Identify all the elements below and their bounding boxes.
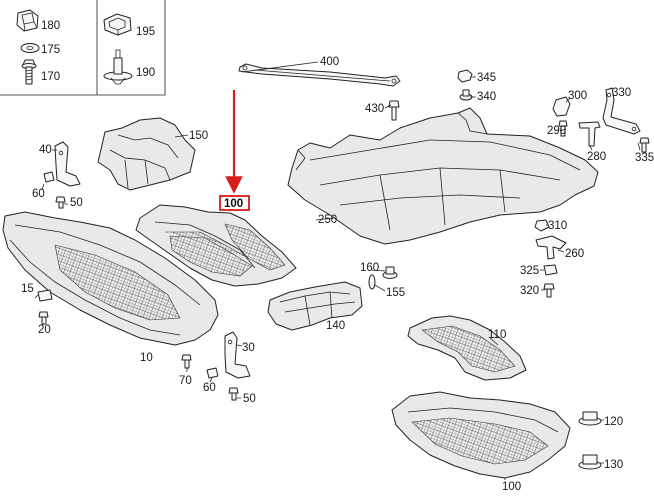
bracket-40-icon [54,141,81,187]
clip-60b-icon [206,367,219,379]
nut-340-icon [459,89,473,101]
shield-110-icon [407,315,527,381]
label-280: 280 [587,151,606,163]
label-10: 10 [140,352,153,364]
clip-120-icon [578,411,602,426]
clip-15-icon [37,289,53,302]
label-195: 195 [136,26,155,38]
label-340: 340 [477,91,496,103]
bolt-170-icon [21,59,37,85]
clip-195-icon [103,13,132,36]
clip-nut-180-icon [16,9,39,32]
clip-310-icon [534,219,550,232]
label-160: 160 [360,262,379,274]
front-shield-10-icon [2,211,219,346]
label-15: 15 [21,283,34,295]
label-50a: 50 [70,197,83,209]
washer-155-icon [368,274,376,290]
clip-345-icon [457,69,473,83]
clip-60a-icon [43,171,55,183]
label-300: 300 [568,90,587,102]
bolt-20-icon [38,311,49,325]
bracket-assembly-150-icon [97,117,196,191]
bracket-140-icon [267,281,363,331]
label-170: 170 [41,71,60,83]
label-320: 320 [520,285,539,297]
bolt-50b-icon [228,387,239,401]
underbody-shield-100b-icon [391,391,571,479]
label-400: 400 [320,56,339,68]
label-260: 260 [565,248,584,260]
label-60a: 60 [32,188,45,200]
bolt-430-icon [388,100,400,121]
bolt-290-icon [558,120,568,137]
clip-160-icon [382,266,398,279]
bolt-70-icon [181,354,192,369]
label-100-highlighted: 100 [224,198,243,210]
bracket-280-icon [578,121,601,147]
label-290: 290 [547,125,566,137]
bracket-260-icon [535,235,567,260]
label-120: 120 [604,416,623,428]
label-100-lower: 100 [502,481,521,493]
label-250: 250 [318,214,337,226]
label-345: 345 [477,72,496,84]
label-430: 430 [365,103,384,115]
label-190: 190 [136,67,155,79]
label-180: 180 [41,20,60,32]
clip-325-icon [543,264,558,276]
label-110: 110 [488,329,506,341]
label-40: 40 [39,144,52,156]
bolt-335-icon [639,137,650,153]
fastener-box [0,0,166,96]
strut-bar-400-icon [238,63,401,87]
label-330: 330 [612,87,631,99]
label-310: 310 [548,220,567,232]
bracket-30-icon [224,331,251,379]
label-155: 155 [386,287,405,299]
label-50b: 50 [243,393,256,405]
label-175: 175 [41,44,60,56]
bolt-50a-icon [55,196,66,209]
label-325: 325 [520,265,539,277]
underbody-panel-250-icon [287,107,599,245]
clip-130-icon [578,454,602,470]
label-335: 335 [635,152,654,164]
label-60b: 60 [203,382,216,394]
label-70: 70 [179,375,192,387]
label-130: 130 [604,459,623,471]
label-30: 30 [242,342,255,354]
highlight-box [219,195,250,211]
underbody-shield-100-icon [135,204,297,287]
label-140: 140 [326,320,345,332]
washer-175-icon [20,43,40,53]
bracket-330-icon [602,87,641,135]
label-150: 150 [189,130,208,142]
push-pin-190-icon [103,49,133,85]
bolt-320-icon [543,283,555,298]
leader-lines [34,61,641,480]
clip-300-icon [552,96,571,117]
label-20: 20 [38,324,51,336]
